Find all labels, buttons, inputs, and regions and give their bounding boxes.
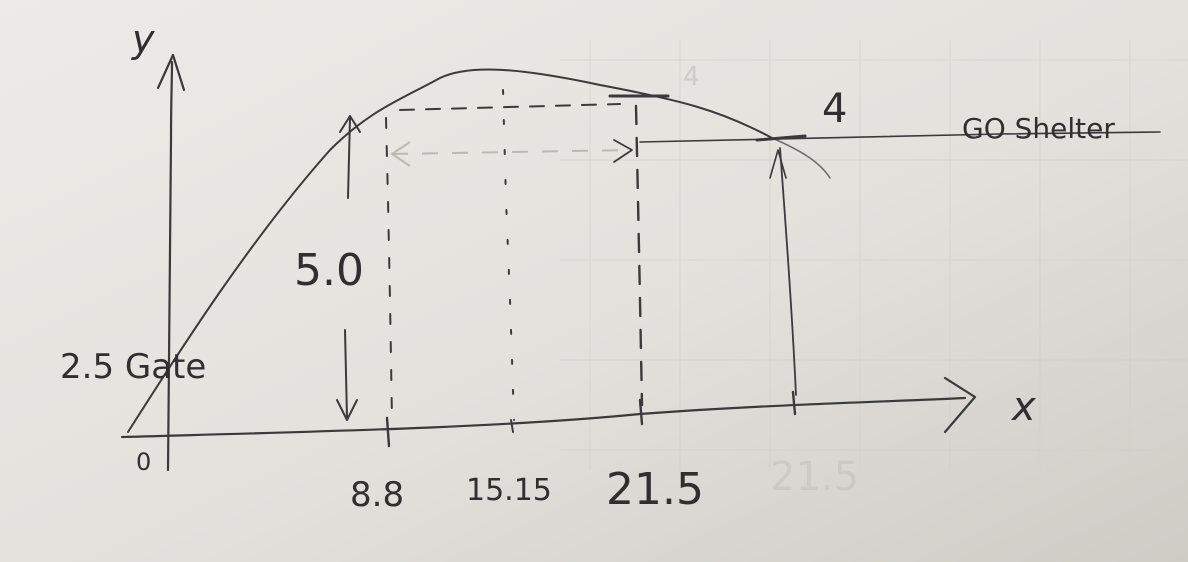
tick-15-15 xyxy=(510,419,514,433)
origin-label: 0 xyxy=(136,448,151,476)
height-arrow-up xyxy=(347,117,351,199)
y-axis-label: y xyxy=(131,17,155,61)
shelter-label: GO Shelter xyxy=(962,112,1115,145)
start-gate-label: 2.5 Gate xyxy=(60,347,206,387)
drop-line-shelter xyxy=(779,147,797,396)
shelter-curve-tail xyxy=(771,137,831,179)
height-arrow-down xyxy=(344,329,348,419)
drop-line-21-5 xyxy=(634,104,644,407)
faint-background-digit: 4 xyxy=(683,62,700,92)
tick-21-5 xyxy=(638,398,644,426)
x-tick-label: 15.15 xyxy=(466,473,552,508)
span-arrow-right-head xyxy=(613,139,633,163)
x-axis xyxy=(120,396,967,439)
x-tick-label: 8.8 xyxy=(350,475,404,515)
height-arrow-up-head xyxy=(339,115,361,133)
tick-shelter xyxy=(791,390,797,416)
height-arrow-down-head xyxy=(336,399,358,421)
shelter-level-mark xyxy=(755,134,807,142)
x-axis-label: x xyxy=(1010,384,1036,430)
y-axis-arrowhead xyxy=(156,53,186,92)
x-axis-arrowhead xyxy=(943,376,977,434)
faint-grid xyxy=(560,40,1188,470)
drop-line-15-15 xyxy=(502,89,515,421)
height-label: 5.0 xyxy=(294,245,364,296)
y-axis xyxy=(166,60,174,472)
faint-background-number: 21.5 xyxy=(770,454,859,500)
x-tick-label: 21.5 xyxy=(606,464,704,515)
span-arrow-left-head xyxy=(390,141,411,167)
shelter-drop-arrow-up-head xyxy=(769,149,787,179)
tick-8-8 xyxy=(385,416,391,448)
span-arrow xyxy=(391,149,633,155)
shelter-height-label: 4 xyxy=(822,86,847,132)
peak-dashed-line xyxy=(399,103,621,111)
